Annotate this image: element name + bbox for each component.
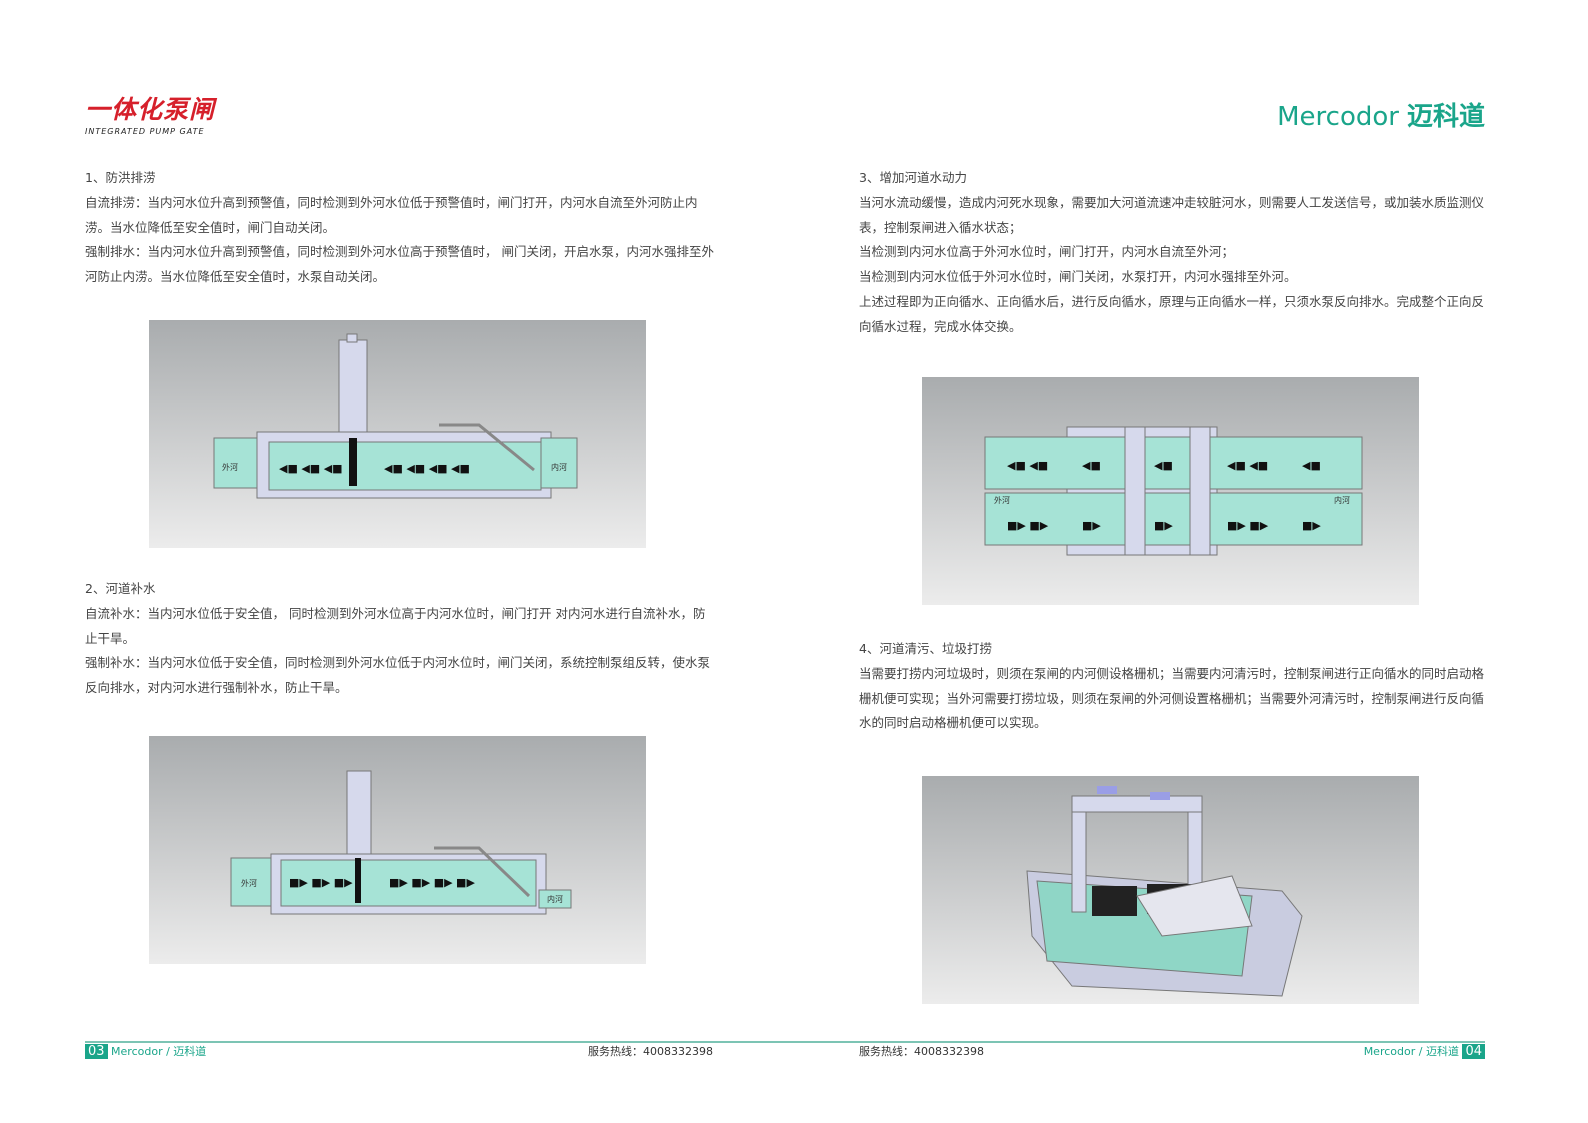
paragraph: 上述过程即为正向循水、正向循水后，进行反向循水，原理与正向循水一样，只须水泵反向…: [859, 293, 1485, 334]
svg-text:■▶ ■▶ ■▶: ■▶ ■▶ ■▶: [289, 876, 353, 889]
diagram-grating-machine: [922, 776, 1419, 1004]
paragraph: 自流排涝：当内河水位升高到预警值，同时检测到外河水位低于预警值时，闸门打开，内河…: [85, 194, 698, 235]
svg-text:■▶ ■▶: ■▶ ■▶: [1007, 519, 1049, 532]
logo-title: 一体化泵闸: [85, 95, 216, 124]
label-outer: 外河: [222, 462, 238, 472]
svg-text:◀■ ◀■: ◀■ ◀■: [1227, 459, 1268, 472]
label-inner: 内河: [551, 462, 567, 472]
section-title: 1、防洪排涝: [85, 170, 156, 185]
svg-text:◀■: ◀■: [1082, 459, 1101, 472]
paragraph: 自流补水：当内河水位低于安全值， 同时检测到外河水位高于内河水位时，闸门打开 对…: [85, 605, 706, 646]
paragraph: 当检测到内河水位高于外河水位时，闸门打开，内河水自流至外河；: [859, 244, 1235, 260]
section-title: 3、增加河道水动力: [859, 170, 967, 185]
brand-cn: 迈科道: [1406, 102, 1485, 132]
section-cleaning: 4、河道清污、垃圾打捞 当需要打捞内河垃圾时，则须在泵闸的内河侧设格栅机；当需要…: [859, 637, 1491, 736]
footer-brand: Mercodor / 迈科道: [1363, 1045, 1459, 1058]
section-flood: 1、防洪排涝 自流排涝：当内河水位升高到预警值，同时检测到外河水位低于预警值时，…: [85, 166, 717, 290]
label-inner: 内河: [1334, 495, 1350, 505]
section-replenish: 2、河道补水 自流补水：当内河水位低于安全值， 同时检测到外河水位高于内河水位时…: [85, 577, 717, 701]
page-number: 03: [85, 1044, 108, 1059]
svg-text:◀■ ◀■: ◀■ ◀■: [1007, 459, 1048, 472]
footer-right: Mercodor / 迈科道 04: [1364, 1044, 1485, 1060]
diagram-flood: 外河 内河 ◀■ ◀■ ◀■ ◀■ ◀■ ◀■ ◀■: [149, 320, 646, 548]
logo-subtitle: INTEGRATED PUMP GATE: [85, 127, 205, 136]
paragraph: 强制补水：当内河水位低于安全值，同时检测到外河水位低于内河水位时，闸门关闭，系统…: [85, 655, 711, 696]
svg-text:■▶: ■▶: [1154, 519, 1173, 532]
svg-text:◀■: ◀■: [1302, 459, 1321, 472]
footer-divider: [85, 1041, 1485, 1043]
paragraph: 当河水流动缓慢，造成内河死水现象，需要加大河道流速冲走较脏河水，则需要人工发送信…: [859, 194, 1485, 235]
footer-left: 03 Mercodor / 迈科道: [85, 1044, 206, 1060]
paragraph: 强制排水：当内河水位升高到预警值，同时检测到外河水位高于预警值时， 闸门关闭，开…: [85, 244, 714, 285]
section-hydrodynamics: 3、增加河道水动力 当河水流动缓慢，造成内河死水现象，需要加大河道流速冲走较脏河…: [859, 166, 1491, 340]
svg-text:■▶ ■▶ ■▶ ■▶: ■▶ ■▶ ■▶ ■▶: [389, 876, 475, 889]
svg-text:■▶: ■▶: [1302, 519, 1321, 532]
paragraph: 当检测到内河水位低于外河水位时，闸门关闭，水泵打开，内河水强排至外河。: [859, 269, 1297, 285]
svg-text:■▶: ■▶: [1082, 519, 1101, 532]
diagram-replenish: 外河 内河 ■▶ ■▶ ■▶ ■▶ ■▶ ■▶ ■▶: [149, 736, 646, 964]
section-title: 4、河道清污、垃圾打捞: [859, 641, 992, 656]
label-outer: 外河: [994, 495, 1010, 505]
svg-text:■▶ ■▶: ■▶ ■▶: [1227, 519, 1269, 532]
label-inner: 内河: [547, 894, 563, 904]
hotline-right: 服务热线：4008332398: [859, 1045, 984, 1058]
diagram-circulation: 外河 内河 ◀■ ◀■ ◀■ ◀■ ◀■ ◀■ ◀■ ■▶ ■▶ ■▶ ■▶ ■▶ ■▶ ■▶: [922, 377, 1419, 605]
svg-text:◀■ ◀■ ◀■ ◀■: ◀■ ◀■ ◀■ ◀■: [384, 462, 470, 475]
brand-en: Mercodor: [1277, 102, 1399, 132]
section-title: 2、河道补水: [85, 581, 156, 596]
svg-text:◀■: ◀■: [1154, 459, 1173, 472]
hotline-left: 服务热线：4008332398: [588, 1045, 713, 1058]
label-outer: 外河: [241, 878, 257, 888]
page-number: 04: [1462, 1044, 1485, 1059]
svg-text:◀■ ◀■ ◀■: ◀■ ◀■ ◀■: [279, 462, 343, 475]
footer-brand: Mercodor / 迈科道: [111, 1045, 207, 1058]
paragraph: 当需要打捞内河垃圾时，则须在泵闸的内河侧设格栅机；当需要内河清污时，控制泵闸进行…: [859, 665, 1485, 731]
